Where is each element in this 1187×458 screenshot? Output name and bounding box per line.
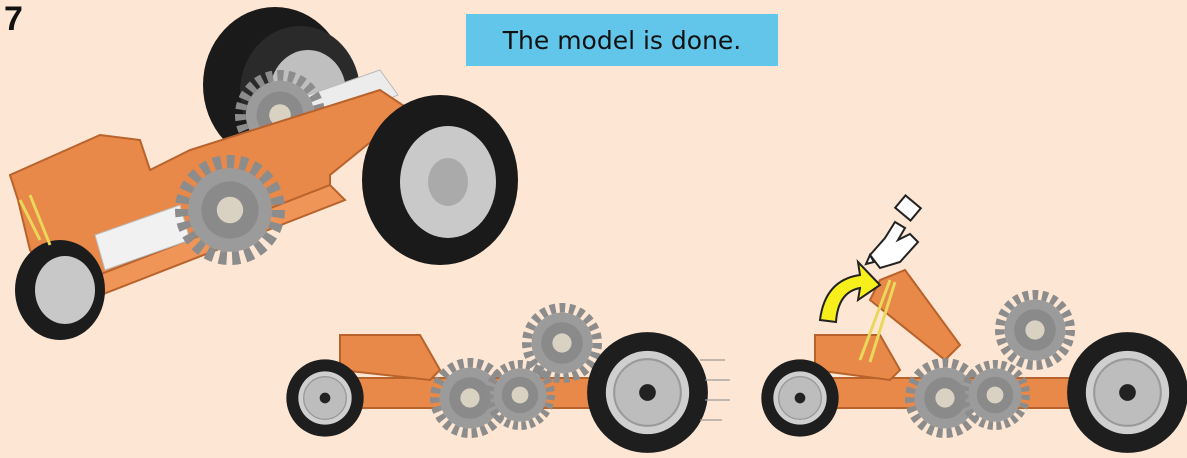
side-front-wheel [286,359,363,436]
curved-arrow-icon [820,262,880,322]
model-side-view-moving [286,308,730,453]
side-rear-wheel [587,332,708,453]
model-3d-view [10,7,518,340]
model-side-view-lever [761,270,1187,453]
pointing-hand-icon [866,195,921,268]
